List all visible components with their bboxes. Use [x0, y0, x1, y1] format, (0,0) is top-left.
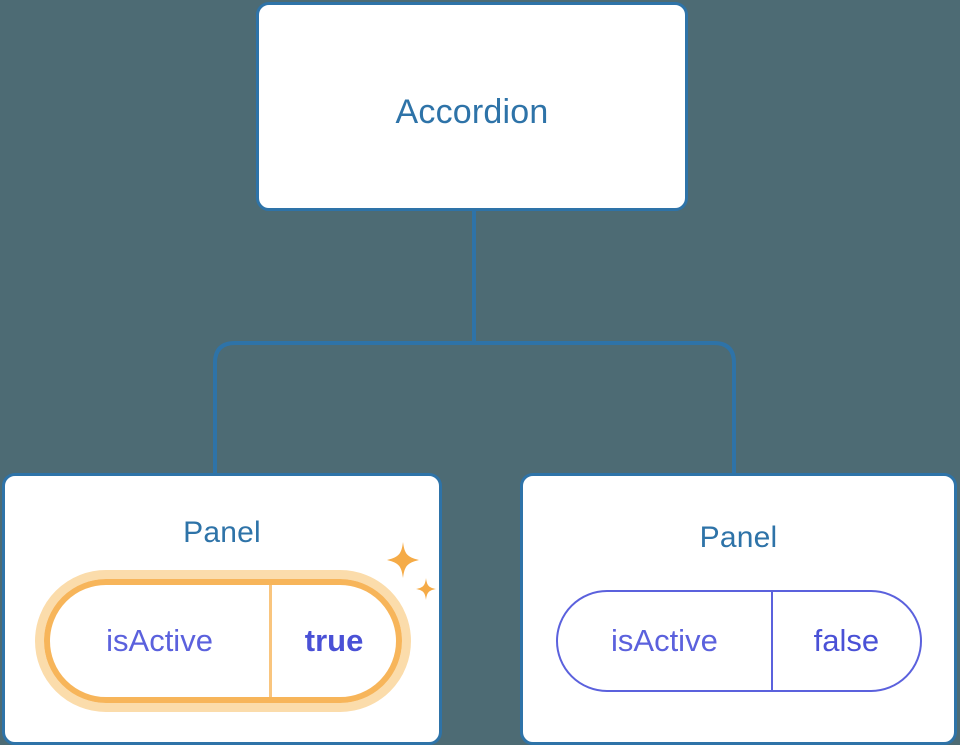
- node-panel-right-title: Panel: [699, 521, 778, 554]
- node-accordion[interactable]: Accordion: [256, 2, 688, 211]
- prop-pill-left-key: isActive: [106, 623, 213, 658]
- prop-pill-left-body[interactable]: isActive true: [44, 579, 402, 703]
- prop-pill-right-key: isActive: [611, 623, 718, 658]
- prop-pill-right-divider: [770, 592, 773, 690]
- prop-pill-right-body[interactable]: isActive false: [556, 590, 922, 692]
- edge-to-left-panel: [213, 341, 474, 473]
- prop-pill-left-glow: [35, 570, 411, 712]
- node-panel-left-title: Panel: [183, 516, 261, 549]
- prop-pill-right-value: false: [813, 623, 880, 658]
- prop-pill-left[interactable]: isActive true: [35, 570, 411, 712]
- node-accordion-title: Accordion: [395, 93, 549, 131]
- edge-to-right-panel: [474, 341, 736, 473]
- prop-pill-right[interactable]: isActive false: [556, 590, 922, 692]
- prop-pill-left-value: true: [304, 623, 364, 658]
- prop-pill-left-divider: [269, 585, 273, 697]
